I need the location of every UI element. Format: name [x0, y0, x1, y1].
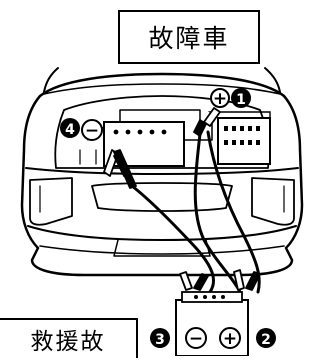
rescue-plus-symbol: + — [223, 329, 237, 349]
car-positive-terminal-marker: + — [210, 88, 230, 109]
disabled-car-label: 故障車 — [118, 10, 260, 64]
step-marker-3: 3 — [150, 328, 170, 348]
rescue-positive-terminal-marker: + — [219, 327, 241, 349]
step-3-number: 3 — [155, 332, 165, 348]
clamp-rescue-negative — [179, 271, 209, 291]
car-minus-symbol: − — [85, 121, 99, 141]
rescue-car-label: 救援故 — [0, 318, 138, 358]
step-marker-4: 4 — [60, 118, 80, 138]
rescue-car-battery — [175, 291, 249, 357]
car-ground-marker: − — [81, 119, 103, 141]
car-body — [20, 67, 304, 277]
negative-cable — [130, 184, 215, 294]
rescue-minus-symbol: − — [189, 329, 203, 349]
step-2-number: 2 — [261, 332, 271, 348]
car-plus-symbol: + — [213, 89, 227, 109]
step-marker-2: 2 — [256, 328, 276, 348]
disabled-car-battery — [103, 121, 185, 167]
fuse-box — [207, 111, 271, 165]
step-4-number: 4 — [65, 122, 75, 138]
rescue-negative-terminal-marker: − — [185, 327, 207, 349]
clamp-car-ground — [103, 149, 137, 189]
battery-cells — [113, 129, 167, 135]
positive-cable — [193, 132, 242, 294]
step-marker-1: 1 — [231, 88, 251, 108]
step-1-number: 1 — [236, 92, 246, 108]
clamp-rescue-positive — [233, 269, 261, 291]
